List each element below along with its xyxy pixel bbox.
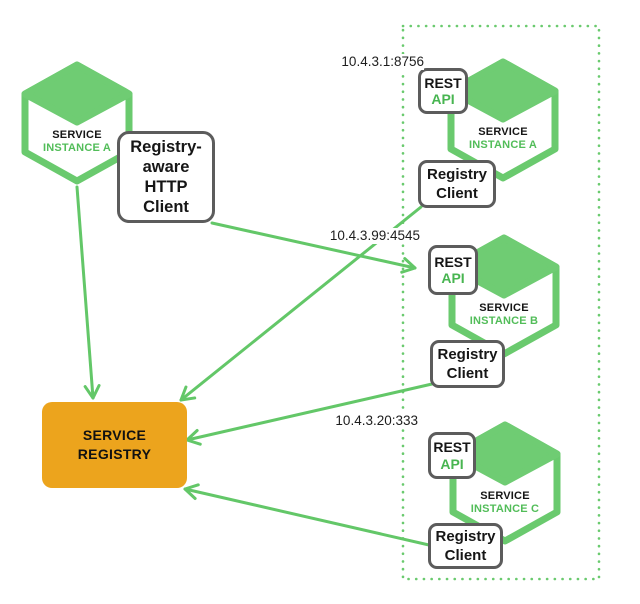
rest-label: REST bbox=[434, 253, 472, 270]
rest-label: REST bbox=[424, 74, 462, 91]
instance-name-label: INSTANCE C bbox=[470, 503, 540, 515]
api-label: API bbox=[431, 91, 455, 107]
instance-name-label: INSTANCE A bbox=[469, 139, 537, 151]
registry-client-label: Registry bbox=[435, 528, 496, 545]
ip-address-label: 10.4.3.99:4545 bbox=[322, 228, 420, 244]
http-client-box: Registry- aware HTTP Client bbox=[117, 131, 215, 223]
service-registry-label: SERVICE bbox=[82, 427, 147, 443]
http-client-line: Registry- bbox=[130, 138, 202, 156]
instance-a-label: SERVICE INSTANCE A bbox=[447, 126, 559, 152]
http-client-line: HTTP bbox=[144, 178, 188, 196]
registry-client-label: Registry bbox=[437, 346, 498, 363]
arrow-registry-client-b-to-registry bbox=[185, 382, 434, 446]
service-label: SERVICE bbox=[479, 302, 529, 314]
ip-address-label: 10.4.3.20:333 bbox=[330, 413, 418, 429]
arrow-instance-a-to-registry bbox=[75, 185, 101, 400]
http-client-line: Client bbox=[143, 198, 189, 216]
ip-address-label: 10.4.3.1:8756 bbox=[328, 54, 424, 70]
hexagon-service-icon bbox=[21, 61, 133, 185]
service-label: SERVICE bbox=[478, 126, 528, 138]
rest-api-box: REST API bbox=[418, 68, 468, 114]
api-label: API bbox=[440, 455, 464, 472]
registry-client-box: Registry Client bbox=[418, 160, 496, 208]
registry-client-label: Registry bbox=[426, 166, 488, 183]
registry-client-label: Client bbox=[446, 365, 489, 382]
instance-name-label: INSTANCE A bbox=[43, 142, 111, 154]
service-label: SERVICE bbox=[480, 490, 530, 502]
registry-client-label: Client bbox=[444, 547, 487, 564]
rest-label: REST bbox=[433, 439, 471, 455]
instance-c-label: SERVICE INSTANCE C bbox=[449, 490, 561, 516]
instance-name-label: INSTANCE B bbox=[469, 315, 539, 327]
left-instance-label: SERVICE INSTANCE A bbox=[21, 129, 133, 155]
arrow-registry-client-c-to-registry bbox=[183, 483, 431, 547]
service-registry-label: REGISTRY bbox=[77, 446, 152, 462]
api-label: API bbox=[441, 270, 465, 286]
rest-api-box: REST API bbox=[428, 245, 478, 295]
rest-api-box: REST API bbox=[428, 432, 476, 479]
registry-client-box: Registry Client bbox=[428, 523, 503, 569]
registry-client-box: Registry Client bbox=[430, 340, 505, 388]
service-registry-box: SERVICE REGISTRY bbox=[42, 402, 187, 488]
registry-client-label: Client bbox=[436, 185, 478, 202]
http-client-line: aware bbox=[142, 158, 190, 176]
service-label: SERVICE bbox=[52, 129, 102, 141]
instance-b-label: SERVICE INSTANCE B bbox=[448, 302, 560, 328]
